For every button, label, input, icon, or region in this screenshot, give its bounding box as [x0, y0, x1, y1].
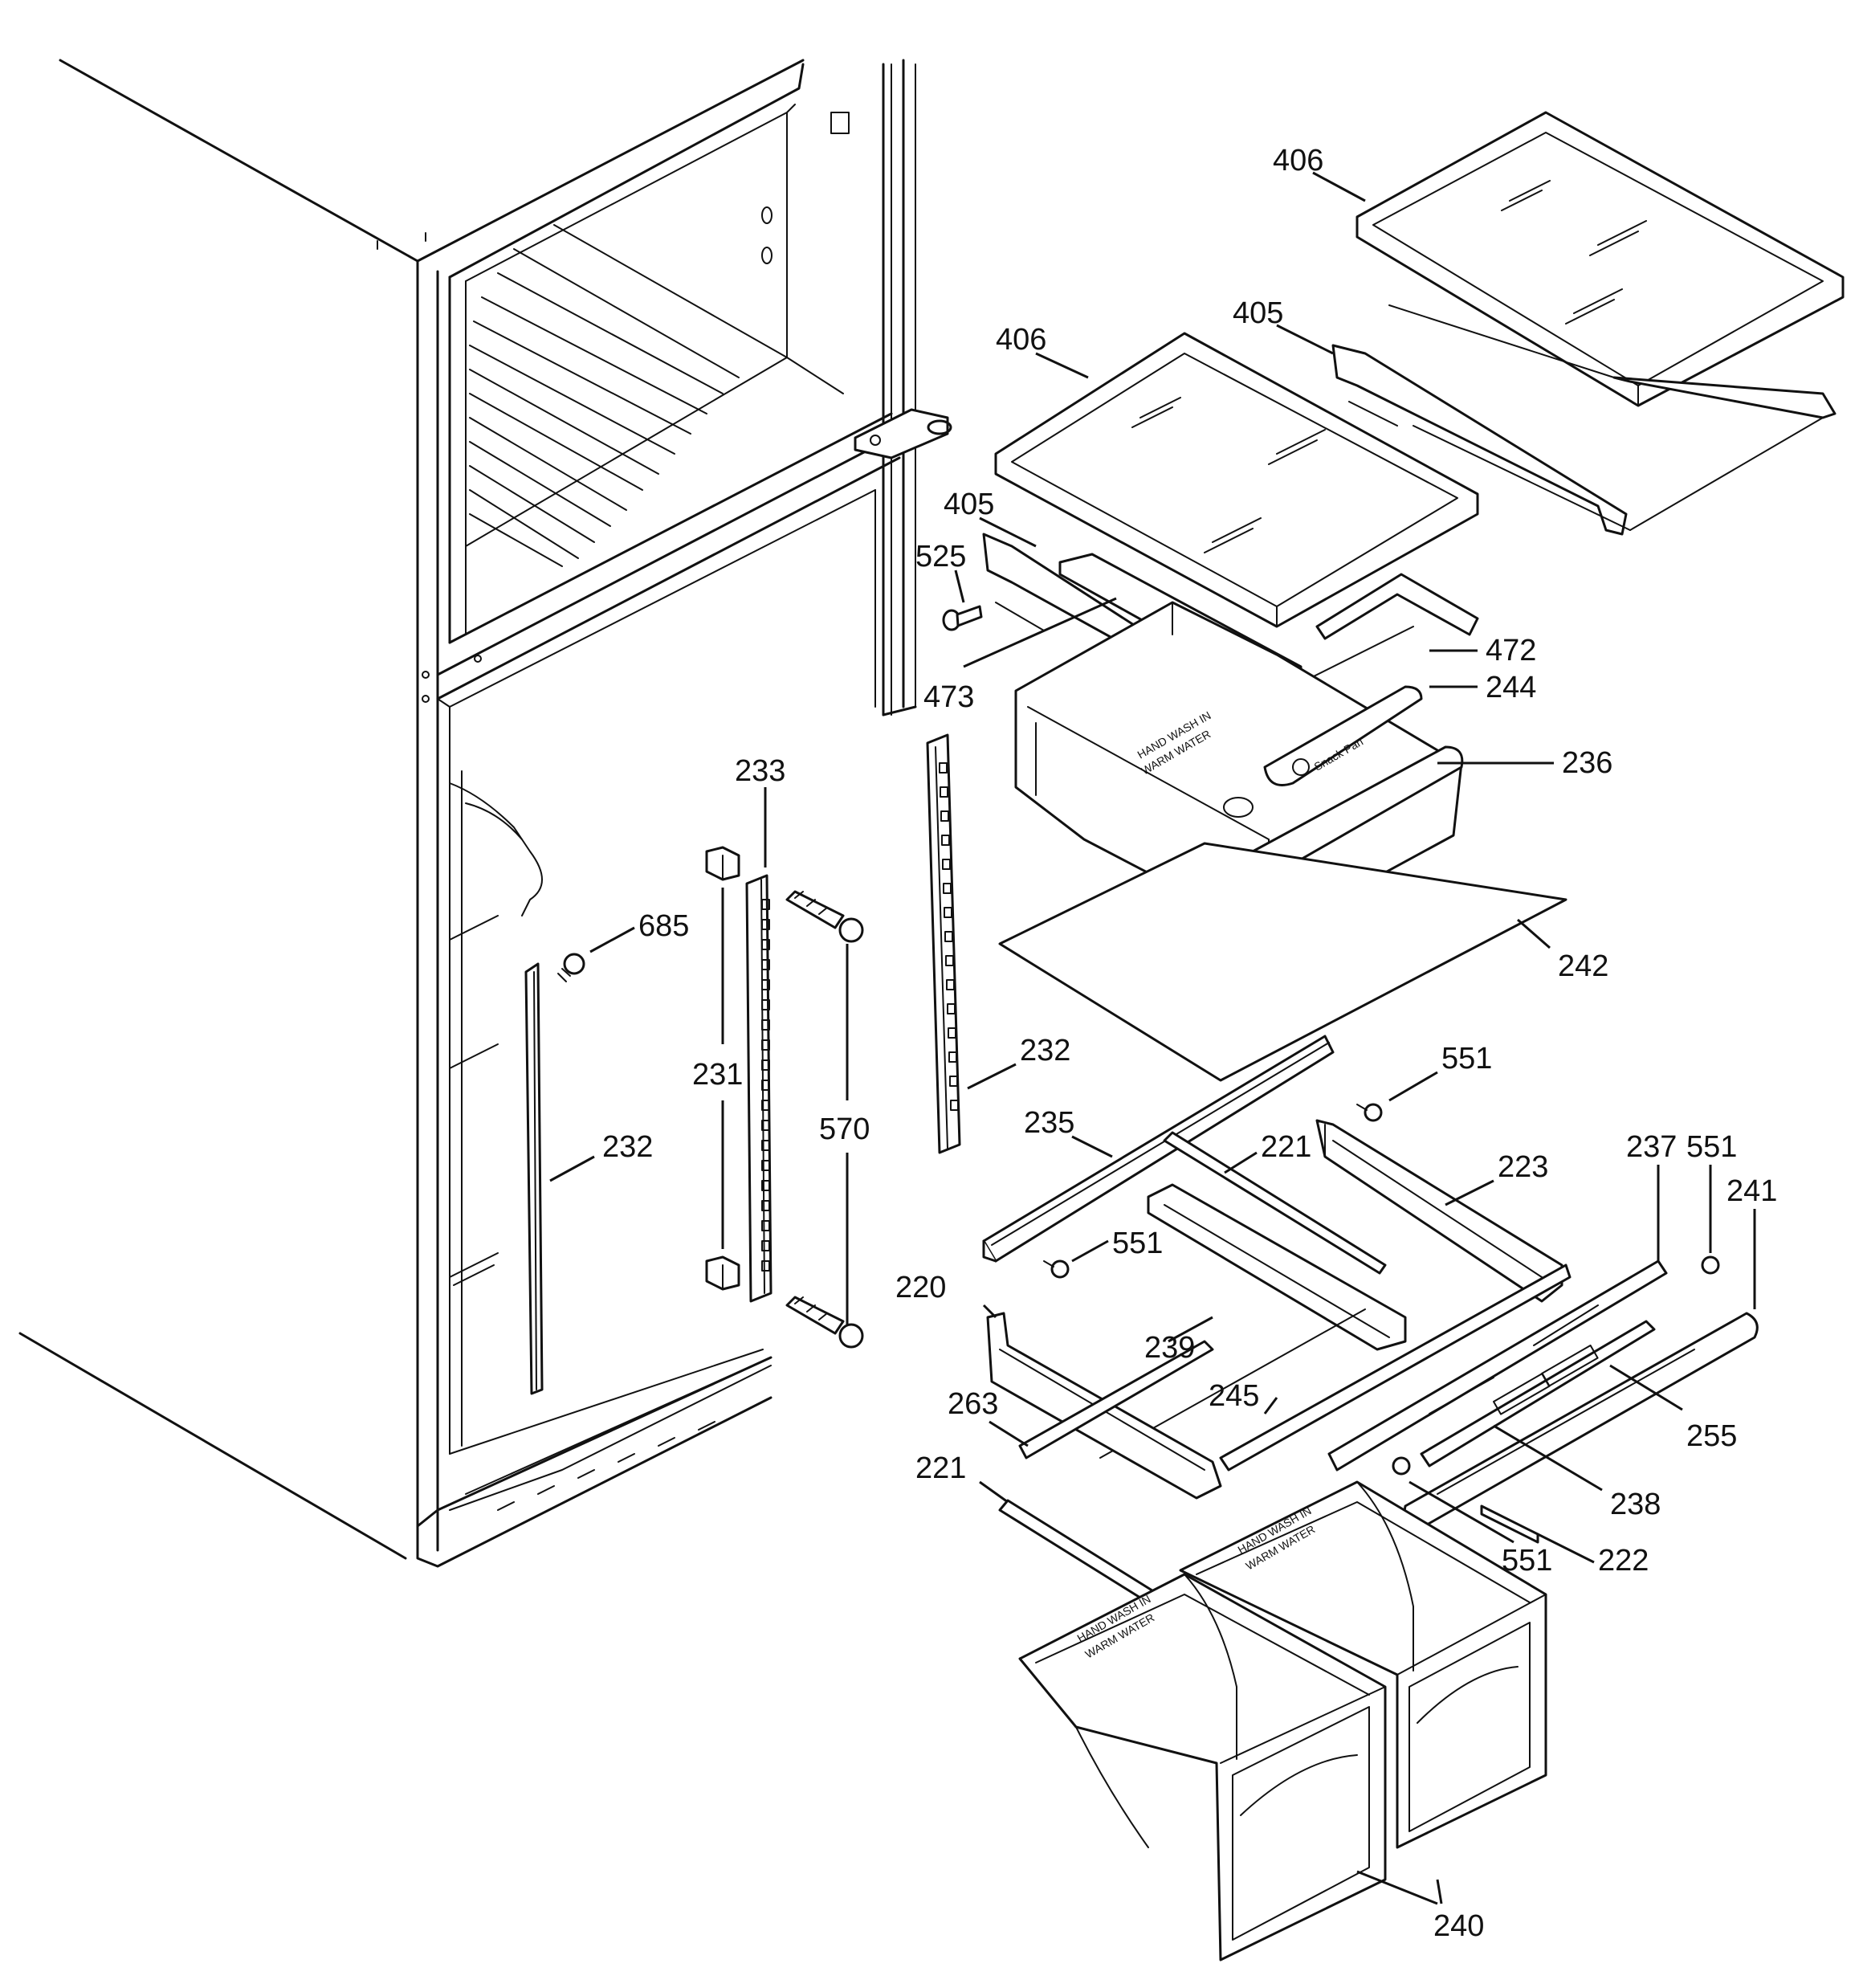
callout-685: 685 [638, 909, 689, 943]
callout-405-upper: 405 [1233, 296, 1283, 330]
callout-223: 223 [1498, 1150, 1548, 1184]
side-strip-232-left [524, 962, 544, 1395]
callout-237: 237 [1626, 1130, 1677, 1164]
shelf-406-lower [994, 332, 1479, 628]
freezer-floor-ribs [469, 248, 740, 567]
callout-232-left: 232 [602, 1130, 653, 1164]
snack-pan-cover-244: Snack Pan [1263, 685, 1423, 786]
callout-231: 231 [692, 1058, 743, 1092]
side-rail-223 [1315, 1119, 1563, 1303]
callout-406-lower: 406 [996, 323, 1046, 357]
control-slider-238 [1420, 1320, 1656, 1468]
rod-221-upper [1163, 1131, 1387, 1275]
leader-lines [549, 171, 1756, 1905]
callout-235: 235 [1024, 1106, 1074, 1140]
callout-220: 220 [895, 1271, 946, 1304]
callout-551-d: 551 [1502, 1544, 1552, 1578]
clip-231-bottom [705, 1255, 740, 1291]
callout-551-a: 551 [1441, 1042, 1492, 1076]
callout-472: 472 [1486, 634, 1536, 667]
refrigerator-cabinet [18, 59, 952, 1568]
center-hinge [854, 408, 952, 459]
vertical-rail-233 [745, 874, 773, 1303]
callout-236: 236 [1562, 746, 1612, 780]
screw-570-bottom [785, 1296, 864, 1349]
screw-525 [942, 605, 983, 631]
callout-233: 233 [735, 754, 785, 788]
callout-239: 239 [1144, 1331, 1195, 1365]
vertical-rail-232-center [926, 733, 961, 1154]
front-rail-235 [982, 1035, 1335, 1263]
side-rail-239 [1147, 1183, 1407, 1351]
screw-551-b [1701, 1255, 1720, 1275]
rod-263 [1018, 1340, 1214, 1459]
screw-551-a [1356, 1103, 1383, 1122]
callout-255: 255 [1686, 1419, 1737, 1453]
screw-551-d [1392, 1456, 1411, 1476]
callout-244: 244 [1486, 671, 1536, 704]
callout-238: 238 [1610, 1488, 1661, 1521]
callout-263: 263 [948, 1387, 998, 1421]
clip-231-top [705, 846, 740, 881]
callout-570: 570 [819, 1112, 870, 1146]
callout-406-upper: 406 [1273, 144, 1323, 178]
callout-241: 241 [1726, 1174, 1777, 1208]
callout-525: 525 [915, 540, 966, 574]
callout-222: 222 [1598, 1544, 1649, 1578]
callout-405-lower: 405 [944, 488, 994, 521]
callout-221-upper: 221 [1261, 1130, 1311, 1164]
callout-551-c: 551 [1112, 1227, 1163, 1260]
snack-pan-236: HAND WASH IN WARM WATER [1014, 601, 1464, 937]
callout-240: 240 [1433, 1909, 1484, 1943]
callout-245: 245 [1209, 1379, 1259, 1413]
rod-222 [1480, 1504, 1539, 1544]
front-panel-237 [1327, 1259, 1668, 1472]
screw-551-c [1043, 1259, 1070, 1279]
shelf-bracket-405-upper [1331, 304, 1837, 536]
shelf-406-upper-right [1355, 111, 1845, 407]
cover-sheet-242 [998, 842, 1567, 1082]
screw-685 [557, 953, 585, 982]
screw-570-top [785, 890, 864, 943]
callout-221-lower: 221 [915, 1451, 966, 1485]
callout-473: 473 [923, 680, 974, 714]
callout-242: 242 [1558, 949, 1608, 983]
callout-232-center: 232 [1020, 1034, 1070, 1067]
callout-551-b: 551 [1686, 1130, 1737, 1164]
callout-labels: 406 405 406 405 525 472 244 473 236 233 … [602, 144, 1777, 1943]
